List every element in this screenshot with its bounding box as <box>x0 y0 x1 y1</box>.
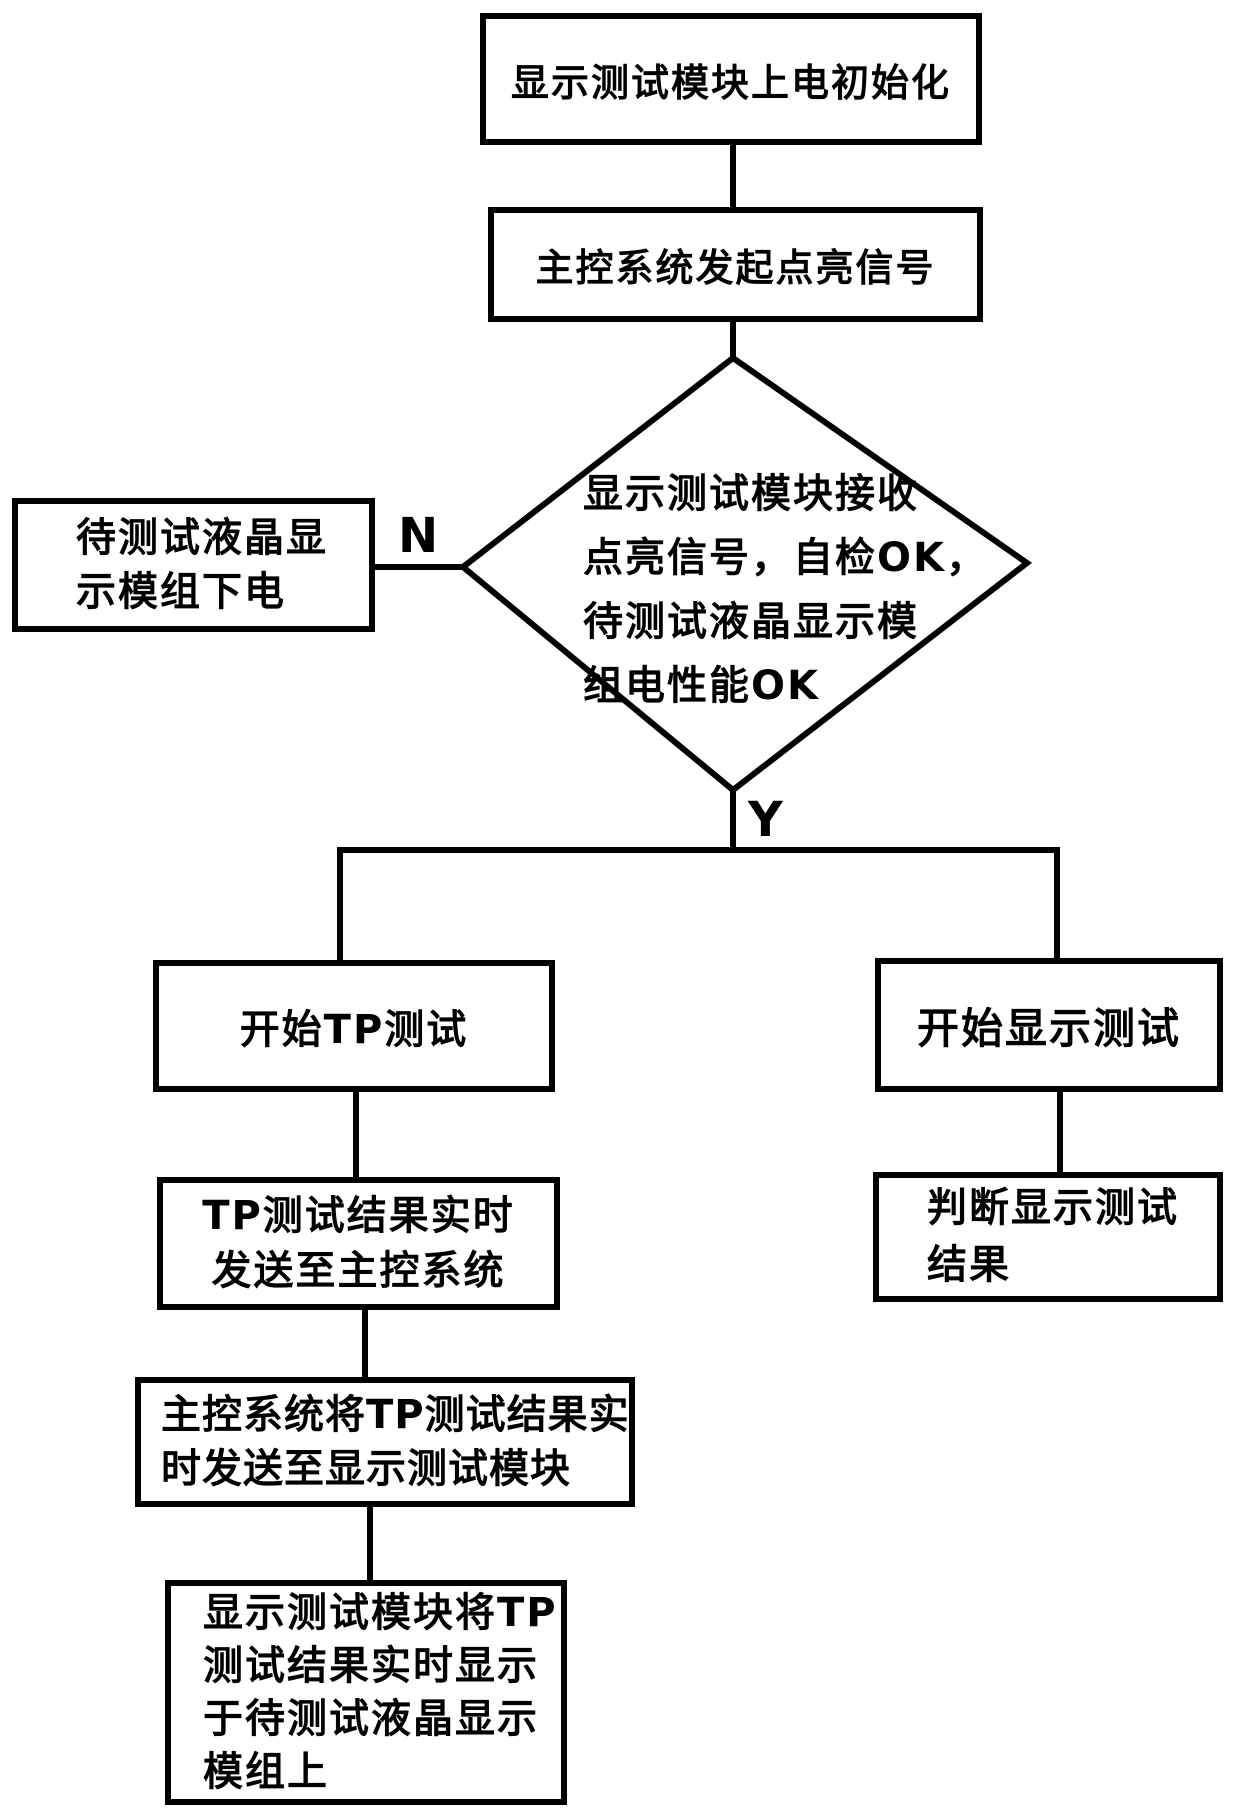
decision-line-1: 显示测试模块接收 <box>583 471 919 517</box>
node-start-display-test: 开始显示测试 <box>875 958 1223 1092</box>
node-tp-result-send: TP测试结果实时 发送至主控系统 <box>157 1177 560 1310</box>
node-power-down-line-1: 待测试液晶显 <box>76 515 328 561</box>
decision-line-2: 点亮信号，自检OK， <box>583 535 988 581</box>
decision-node-text: 显示测试模块接收 点亮信号，自检OK， 待测试液晶显示模 组电性能OK <box>583 462 988 718</box>
node-display-tp-result: 显示测试模块将TP 测试结果实时显示 于待测试液晶显示 模组上 <box>165 1580 567 1805</box>
node-judge-line-2: 结果 <box>927 1242 1011 1288</box>
node-power-down: 待测试液晶显 示模组下电 <box>12 498 375 632</box>
node-display-tp-result-line-3: 于待测试液晶显示 <box>203 1695 539 1742</box>
node-judge-display-result: 判断显示测试 结果 <box>873 1172 1223 1302</box>
edge-signal-to-decision <box>730 318 736 362</box>
edge-display-test-to-judge <box>1057 1088 1063 1176</box>
node-display-tp-result-line-4: 模组上 <box>203 1748 329 1795</box>
node-light-signal-text: 主控系统发起点亮信号 <box>535 246 936 290</box>
node-tp-result-send-line-2: 发送至主控系统 <box>211 1247 506 1294</box>
node-start-tp-test-text: 开始TP测试 <box>239 1007 469 1053</box>
edge-result-to-forward <box>362 1306 368 1381</box>
branch-label-yes: Y <box>748 792 783 848</box>
decision-diamond <box>458 354 1033 794</box>
node-main-forward-result: 主控系统将TP测试结果实 时发送至显示测试模块 <box>135 1377 635 1507</box>
node-light-signal: 主控系统发起点亮信号 <box>488 207 983 322</box>
branch-label-no: N <box>398 508 439 564</box>
edge-init-to-signal <box>730 143 736 211</box>
node-main-forward-line-1: 主控系统将TP测试结果实 <box>161 1392 630 1438</box>
node-init-text: 显示测试模块上电初始化 <box>510 60 951 105</box>
edge-forward-to-display <box>367 1503 373 1584</box>
node-display-tp-result-line-1: 显示测试模块将TP <box>203 1589 558 1636</box>
edge-decision-no <box>373 564 467 570</box>
node-start-display-test-text: 开始显示测试 <box>916 1003 1181 1053</box>
decision-line-3: 待测试液晶显示模 <box>583 599 919 645</box>
node-tp-result-send-line-1: TP测试结果实时 <box>202 1192 515 1239</box>
edge-decision-yes <box>730 788 736 852</box>
node-display-tp-result-line-2: 测试结果实时显示 <box>203 1642 539 1689</box>
node-power-down-line-2: 示模组下电 <box>76 569 286 615</box>
edge-branch-horizontal <box>337 847 1060 853</box>
node-start-tp-test: 开始TP测试 <box>153 960 555 1092</box>
decision-diamond-shape <box>458 354 1033 794</box>
edge-branch-to-display-test <box>1054 847 1060 962</box>
edge-tp-test-to-result <box>353 1088 359 1181</box>
node-main-forward-line-2: 时发送至显示测试模块 <box>161 1446 571 1492</box>
decision-line-4: 组电性能OK <box>583 663 820 709</box>
node-init: 显示测试模块上电初始化 <box>480 13 982 145</box>
edge-branch-to-tp-test <box>337 847 343 964</box>
node-judge-line-1: 判断显示测试 <box>927 1185 1179 1231</box>
